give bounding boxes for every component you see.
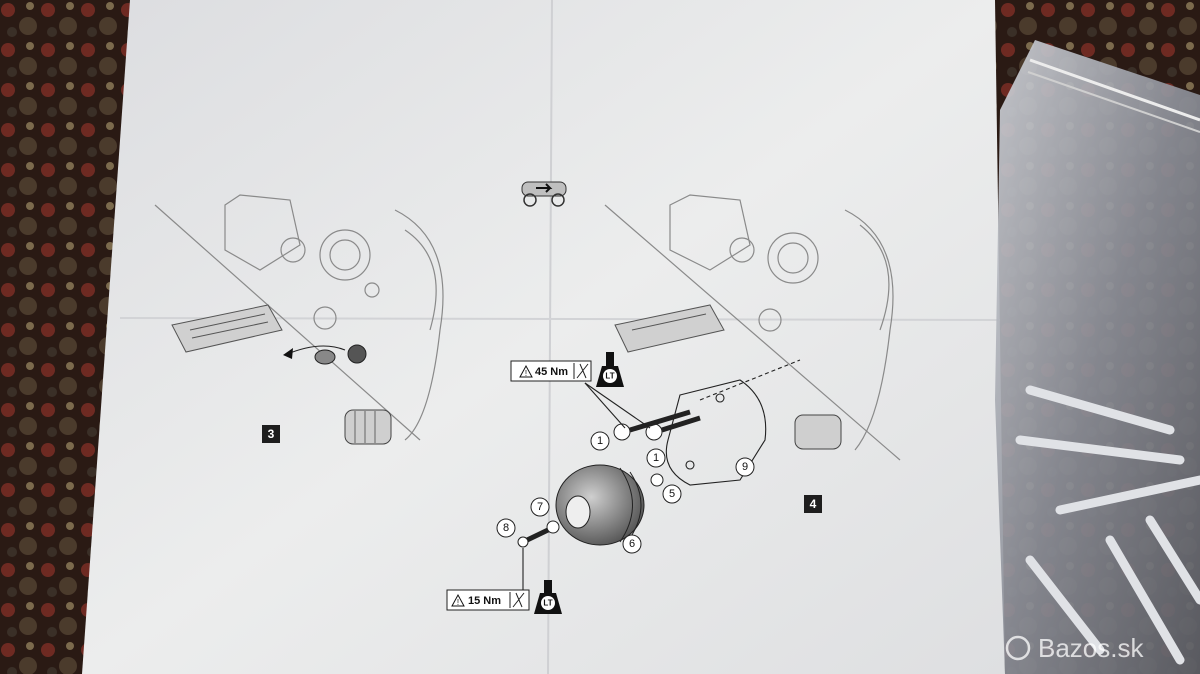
- shift-pedal-rubber: [344, 409, 392, 445]
- svg-text:!: !: [525, 369, 527, 378]
- mounting-bracket: [665, 379, 767, 486]
- step-3-badge: 3: [262, 425, 280, 443]
- svg-text:!: !: [457, 598, 459, 607]
- bolts: [1015, 385, 1200, 665]
- paper-fold-vertical: [547, 0, 553, 674]
- instruction-paper: [82, 0, 1005, 674]
- callout-1-a: 1: [590, 431, 610, 451]
- callout-5: 5: [662, 484, 682, 504]
- step-4-number: 4: [810, 497, 817, 511]
- svg-text:LT: LT: [543, 599, 552, 608]
- torque-value-15: 15 Nm: [468, 595, 501, 607]
- callout-8: 8: [496, 518, 516, 538]
- svg-text:5: 5: [669, 488, 675, 500]
- site-watermark: Bazos.sk: [1005, 633, 1144, 663]
- threadlock-icon: LT: [534, 580, 562, 614]
- svg-text:9: 9: [742, 461, 748, 473]
- motorcycle-direction-icon: [521, 181, 567, 207]
- watermark-text: Bazos.sk: [1038, 633, 1144, 663]
- torque-wrench-icon: [512, 592, 525, 608]
- threadlock-icon: LT: [596, 352, 624, 387]
- footpeg: [171, 304, 283, 353]
- part-callouts: 1 1 1 5 6 7 8 9: [496, 431, 755, 554]
- svg-text:1: 1: [597, 435, 603, 447]
- svg-text:7: 7: [537, 501, 543, 513]
- torque-spec-top: ! 45 Nm LT: [510, 352, 651, 429]
- step-4-badge: 4: [804, 495, 822, 513]
- plug-cap: [347, 344, 367, 364]
- callout-6: 6: [622, 534, 642, 554]
- warning-icon: [519, 364, 533, 378]
- svg-text:1: 1: [653, 452, 659, 464]
- torque-value-45: 45 Nm: [535, 366, 568, 378]
- callout-9: 9: [735, 457, 755, 477]
- callout-1-b: 1: [646, 448, 666, 468]
- step-3-number: 3: [268, 427, 275, 441]
- frame-slider: [555, 464, 645, 546]
- callout-7: 7: [530, 497, 550, 517]
- svg-text:6: 6: [629, 538, 635, 550]
- torque-spec-bottom: ! 15 Nm LT: [446, 548, 562, 614]
- warning-icon: [451, 593, 465, 607]
- bolt-pair: [613, 409, 701, 441]
- diagram-step-3: 3: [154, 194, 444, 445]
- plastic-bag: [995, 40, 1200, 674]
- svg-text:8: 8: [503, 522, 509, 534]
- torque-wrench-icon: [576, 363, 589, 379]
- svg-text:LT: LT: [605, 372, 614, 381]
- diagram-step-4: 4: [517, 194, 901, 548]
